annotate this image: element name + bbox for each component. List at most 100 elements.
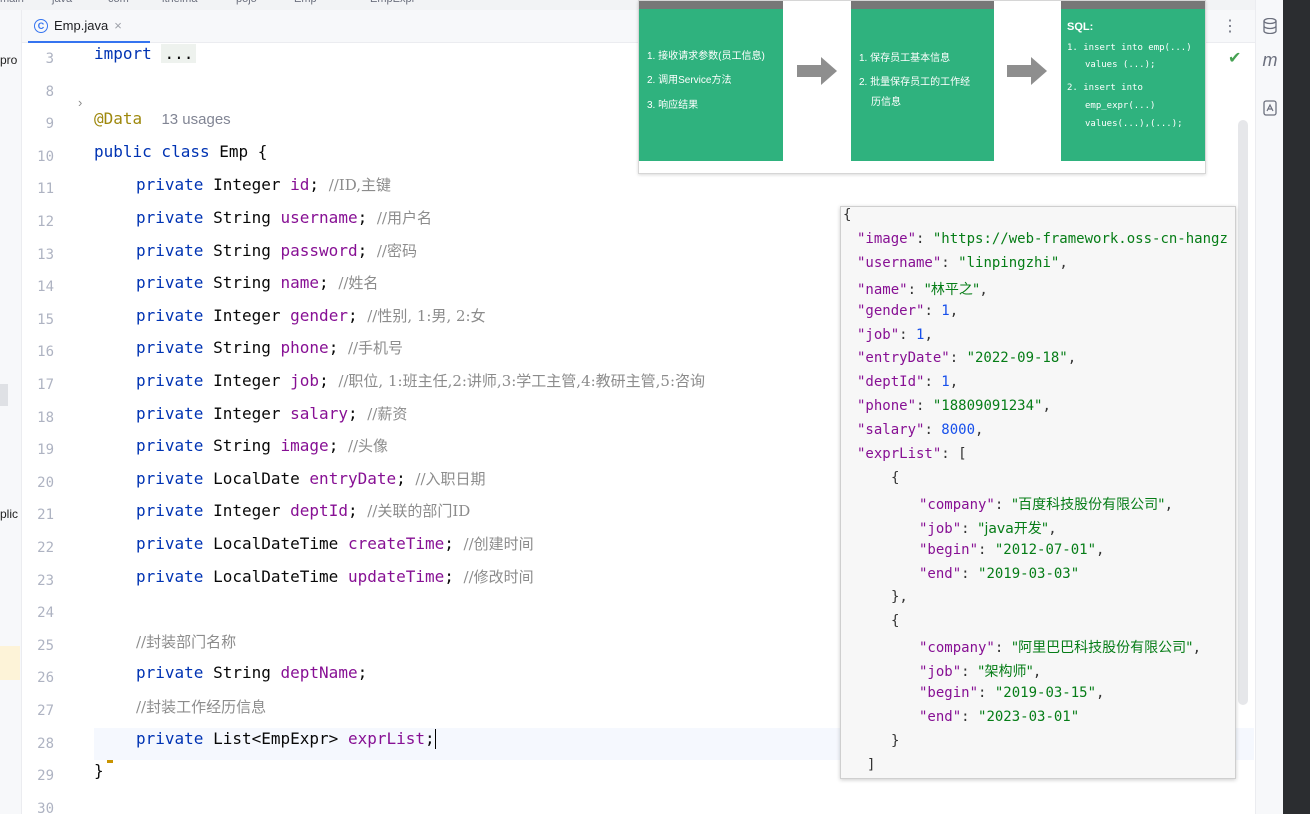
strip-highlight [0, 646, 20, 680]
line-number: 23 [37, 572, 54, 589]
field-comment: //入职日期 [415, 469, 486, 488]
line-number: 11 [37, 181, 54, 198]
flow-step: 1. 接收请求参数(员工信息) [647, 51, 765, 62]
json-line: "exprList": [ [857, 446, 967, 462]
code-line: private String name; //姓名 [136, 273, 379, 293]
json-brace: } [891, 732, 900, 749]
json-key: "job" [857, 326, 900, 343]
breadcrumb-path: main java com itheima pojo Emp EmpExpr [0, 0, 1255, 10]
maven-icon[interactable]: m [1262, 50, 1278, 70]
field-type: Integer [213, 403, 281, 423]
line-number: 15 [37, 311, 54, 328]
fold-arrow-icon[interactable]: › [78, 95, 83, 110]
line-number: 21 [37, 507, 54, 524]
json-line: "gender": 1, [857, 302, 959, 319]
field-type: String [213, 338, 271, 358]
field-type: String [213, 208, 271, 227]
more-options-icon[interactable]: ⋮ [1222, 18, 1238, 35]
flow-box-sql: SQL: 1. insert into emp(...) values (...… [1061, 1, 1205, 161]
json-key: "exprList" [857, 446, 942, 462]
project-label-fragment: pro [0, 53, 18, 67]
json-value: "java开发" [978, 520, 1049, 537]
json-line: "end": "2019-03-03" [919, 565, 1080, 582]
breadcrumb-item[interactable]: EmpExpr [370, 0, 415, 5]
line-number: 16 [37, 344, 54, 361]
sql-line: values(...),(...); [1085, 119, 1183, 129]
editor-scrollbar[interactable] [1238, 120, 1248, 705]
breadcrumb-item[interactable]: Emp [294, 0, 317, 5]
field-modifier: private [136, 403, 204, 423]
breadcrumb-item[interactable]: java [52, 0, 72, 5]
field-type: List<EmpExpr> [213, 728, 339, 748]
breadcrumb-item[interactable]: main [0, 0, 24, 5]
field-name: phone [280, 338, 329, 358]
json-line: "company": "百度科技股份有限公司", [919, 496, 1174, 513]
field-type: Integer [213, 175, 281, 195]
project-tool-strip[interactable]: pro plic [0, 10, 22, 814]
field-type: String [213, 240, 271, 260]
field-comment: //创建时间 [463, 535, 534, 553]
field-comment: //头像 [347, 437, 389, 456]
json-line: } [891, 733, 899, 749]
line-number: 19 [37, 442, 54, 459]
json-line: "job": "java开发", [919, 520, 1057, 537]
notifications-icon[interactable] [1262, 100, 1278, 119]
database-icon[interactable] [1262, 17, 1278, 37]
class-keywords: public class [94, 141, 210, 161]
code-line: private String username; //用户名 [136, 208, 432, 227]
json-line: "username": "linpingzhi", [857, 254, 1068, 271]
usages-hint[interactable]: 13 usages [161, 111, 231, 129]
json-line: "deptId": 1, [857, 374, 959, 391]
flow-box-service: 1. 保存员工基本信息 2. 批量保存员工的工作经 历信息 [851, 1, 994, 161]
field-type: Integer [213, 371, 281, 390]
field-modifier: private [136, 501, 204, 521]
field-modifier: private [136, 273, 204, 293]
right-tool-strip: m [1255, 0, 1283, 814]
json-value: 8000 [941, 422, 976, 439]
line-number: 30 [37, 800, 54, 814]
line-number: 13 [37, 246, 54, 263]
line-number: 9 [45, 116, 54, 133]
field-comment: //关联的部门ID [367, 502, 471, 521]
field-type: LocalDateTime [213, 534, 339, 553]
code-line: } [94, 761, 104, 793]
breadcrumb-item[interactable]: itheima [162, 0, 197, 5]
flow-step: 1. 保存员工基本信息 [859, 53, 951, 64]
flow-step: 历信息 [871, 97, 901, 108]
field-type: String [213, 273, 271, 293]
folded-imports[interactable]: ... [161, 44, 197, 63]
line-number: 12 [37, 214, 54, 230]
json-value: "https://web-framework.oss-cn-hangz [932, 230, 1228, 247]
sql-line: values (...); [1085, 60, 1156, 70]
field-type: Integer [213, 305, 281, 325]
json-value: 1 [916, 326, 925, 343]
json-value: "linpingzhi" [958, 254, 1060, 271]
code-line: private String phone; //手机号 [136, 338, 404, 358]
code-line: private String image; //头像 [136, 436, 389, 456]
breadcrumb-item[interactable]: com [108, 0, 129, 5]
tab-close-icon[interactable]: × [114, 18, 122, 33]
flow-diagram: 1. 接收请求参数(员工信息) 2. 调用Service方法 3. 响应结果 1… [638, 0, 1206, 174]
line-number: 20 [37, 474, 54, 491]
text-caret [434, 729, 436, 750]
breadcrumb-item[interactable]: pojo [236, 0, 257, 5]
json-key: "gender" [857, 302, 925, 319]
flow-step: 2. 调用Service方法 [647, 75, 732, 86]
json-line: "phone": "18809091234", [857, 398, 1051, 415]
tab-emp-java[interactable]: C Emp.java × [28, 10, 150, 43]
window-edge [1283, 0, 1310, 814]
json-value: "2012-07-01" [994, 541, 1097, 558]
json-line: { [843, 207, 851, 223]
strip-marker [0, 384, 8, 406]
json-brace: { [891, 469, 900, 486]
json-key: "company" [919, 496, 995, 513]
json-value: "2019-03-03" [978, 565, 1080, 582]
json-key: "image" [857, 230, 917, 247]
field-name: entryDate [309, 468, 397, 488]
json-key: "begin" [919, 685, 979, 701]
json-key: "begin" [919, 541, 979, 558]
json-value: "架构师" [978, 664, 1033, 681]
code-line: private Integer job; //职位, 1:班主任,2:讲师,3:… [136, 371, 706, 390]
no-problems-check-icon[interactable]: ✔ [1228, 50, 1242, 67]
json-key: "end" [919, 708, 962, 725]
